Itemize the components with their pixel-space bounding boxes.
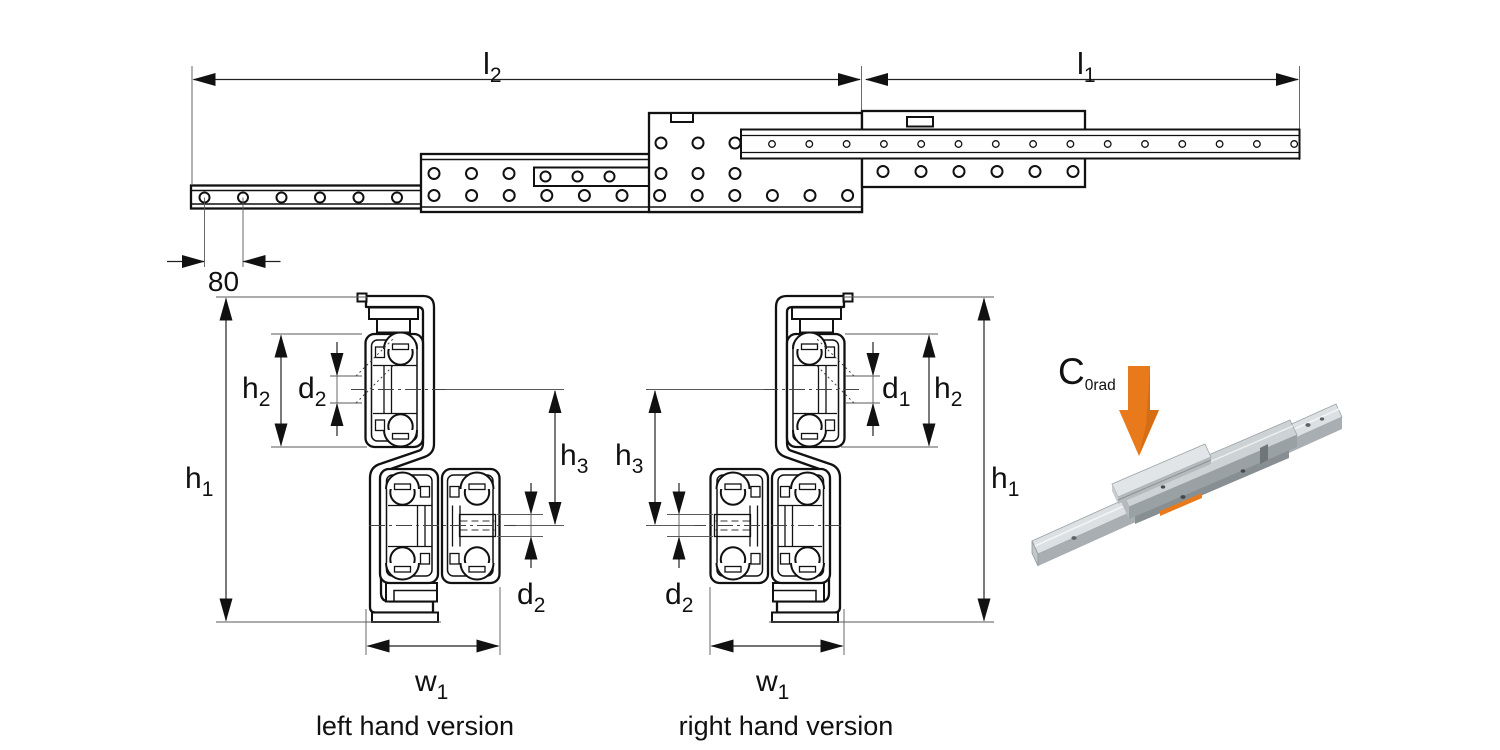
arrow-shading [1139,366,1159,456]
middle-member-hole-row [421,189,862,208]
dimension-l2: l2 [191,46,862,184]
label-l1: l1 [1077,46,1096,87]
label-w1-left: w1 [414,665,448,704]
label-d2-right: d2 [665,578,693,617]
rail-member-left [189,184,425,210]
label-h1-right: h1 [991,462,1019,501]
left-cross-section: h1 h2 d2 h3 d2 w1 [185,292,588,704]
label-h3-left: h3 [560,439,588,478]
right-cross-section: h3 d2 d1 h2 h1 w1 [615,292,1019,704]
label-h1-left: h1 [185,462,213,501]
label-load-rating: C0rad [1058,351,1116,394]
caption-left-version: left hand version [316,711,514,741]
label-d2-upper-left: d2 [298,372,326,411]
render-top-rail [1111,443,1212,504]
label-hole-pitch: 80 [208,266,239,297]
label-w1-right: w1 [755,665,789,704]
caption-right-version: right hand version [679,711,894,741]
top-view-drawing: l2 l1 [167,46,1301,297]
dimension-hole-pitch: 80 [167,197,281,297]
rail-member-top-right [740,111,1301,212]
label-d1-right: d1 [882,372,910,411]
product-render: C0rad [1031,351,1343,567]
carriage-block [647,111,864,214]
label-h2-right: h2 [934,372,962,411]
label-h2-left: h2 [242,372,270,411]
label-d2-lower-left: d2 [517,578,545,617]
label-l2: l2 [483,46,502,87]
label-h3-right: h3 [615,439,643,478]
